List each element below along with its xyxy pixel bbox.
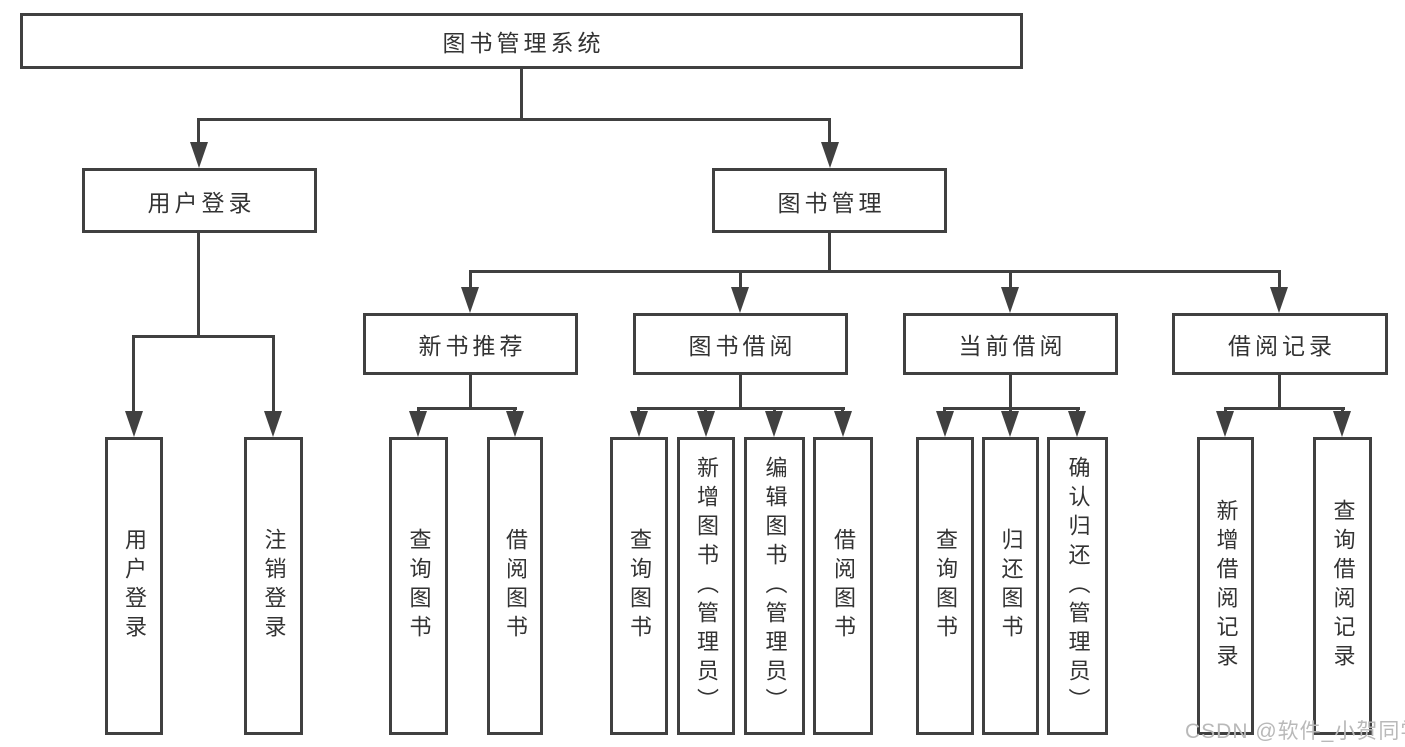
node-label: 借阅图书 [831, 528, 856, 644]
connector-drop-book-borrowing [739, 270, 742, 295]
node-label: 查询图书 [933, 528, 958, 644]
arrow-down-icon [1001, 411, 1019, 437]
node-label: 图书管理 [777, 189, 886, 216]
node-label: 借阅记录 [1228, 333, 1336, 359]
leaf-query-books-3: 查询图书 [916, 437, 974, 735]
connector-root-stem [520, 69, 523, 121]
node-label: 查询图书 [627, 528, 652, 644]
leaf-query-books-1: 查询图书 [389, 437, 448, 735]
connector-new-book-recommend-rail [417, 407, 517, 410]
node-label: 归还图书 [998, 528, 1024, 644]
arrow-down-icon [461, 287, 479, 313]
leaf-confirm-return-admin: 确认归还（管理员） [1047, 437, 1108, 735]
connector-drop-book-management [828, 118, 831, 160]
arrow-down-icon [1216, 411, 1234, 437]
node-user-login: 用户登录 [82, 168, 317, 233]
arrow-down-icon [190, 142, 208, 168]
arrow-down-icon [936, 411, 954, 437]
arrow-down-icon [630, 411, 648, 437]
connector-borrow-records-rail [1224, 407, 1345, 410]
arrow-down-icon [821, 142, 839, 168]
node-book-management: 图书管理 [712, 168, 947, 233]
connector-borrow-records-stem [1278, 375, 1281, 410]
leaf-add-books-admin: 新增图书（管理员） [677, 437, 735, 735]
arrow-down-icon [1270, 287, 1288, 313]
leaf-borrow-books-2: 借阅图书 [813, 437, 873, 735]
connector-drop-leaf [132, 335, 135, 419]
arrow-down-icon [765, 411, 783, 437]
node-label: 图书借阅 [688, 333, 797, 359]
arrow-down-icon [264, 411, 282, 437]
arrow-down-icon [409, 411, 427, 437]
node-label: 用户登录 [147, 189, 256, 216]
connector-drop-borrow-records [1278, 270, 1281, 295]
node-root-library-management-system: 图书管理系统 [20, 13, 1023, 69]
node-book-borrowing: 图书借阅 [633, 313, 848, 375]
connector-level3-rail [469, 270, 1281, 273]
leaf-borrow-books-1: 借阅图书 [487, 437, 543, 735]
node-label: 当前借阅 [958, 333, 1067, 359]
arrow-down-icon [125, 411, 143, 437]
node-label: 图书管理系统 [442, 30, 605, 56]
connector-new-book-recommend-stem [469, 375, 472, 410]
node-label: 查询借阅记录 [1330, 499, 1356, 673]
leaf-edit-books-admin: 编辑图书（管理员） [744, 437, 805, 735]
arrow-down-icon [697, 411, 715, 437]
node-label: 新增借阅记录 [1213, 499, 1239, 673]
arrow-down-icon [731, 287, 749, 313]
node-label: 借阅图书 [503, 528, 528, 644]
leaf-return-books: 归还图书 [982, 437, 1039, 735]
leaf-user-login: 用户登录 [105, 437, 163, 735]
node-label: 注销登录 [261, 528, 287, 644]
node-label: 新增图书（管理员） [694, 455, 719, 717]
arrow-down-icon [1068, 411, 1086, 437]
connector-book-borrowing-stem [739, 375, 742, 410]
connector-book-borrowing-rail [637, 407, 845, 410]
connector-drop-leaf [272, 335, 275, 419]
connector-user-login-rail [132, 335, 275, 338]
node-label: 用户登录 [122, 528, 147, 644]
arrow-down-icon [834, 411, 852, 437]
node-new-book-recommend: 新书推荐 [363, 313, 578, 375]
node-label: 新书推荐 [418, 333, 527, 359]
arrow-down-icon [1333, 411, 1351, 437]
node-label: 查询图书 [406, 528, 432, 644]
node-current-borrowing: 当前借阅 [903, 313, 1118, 375]
node-label: 编辑图书（管理员） [762, 455, 788, 717]
arrow-down-icon [506, 411, 524, 437]
connector-drop-new-book-recommend [469, 270, 472, 295]
csdn-watermark: CSDN @软件_小贺同学 [1185, 720, 1405, 743]
leaf-add-borrow-record: 新增借阅记录 [1197, 437, 1254, 735]
connector-user-login-stem [197, 233, 200, 335]
node-borrow-records: 借阅记录 [1172, 313, 1388, 375]
node-label: 确认归还（管理员） [1065, 455, 1091, 717]
leaf-logout: 注销登录 [244, 437, 303, 735]
connector-current-borrowing-stem [1009, 375, 1012, 410]
connector-book-management-stem [828, 233, 831, 272]
leaf-query-borrow-record: 查询借阅记录 [1313, 437, 1372, 735]
connector-drop-user-login [197, 118, 200, 160]
leaf-query-books-2: 查询图书 [610, 437, 668, 735]
arrow-down-icon [1001, 287, 1019, 313]
connector-level2-rail [197, 118, 831, 121]
connector-drop-current-borrowing [1009, 270, 1012, 295]
